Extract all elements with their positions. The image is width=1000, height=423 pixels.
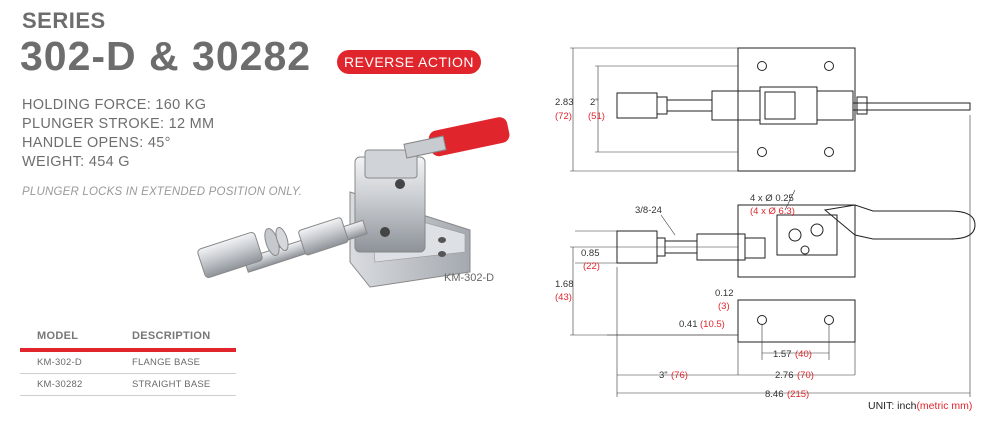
- model-title: 302-D & 30282: [20, 33, 312, 79]
- unit-label: UNIT: inch: [868, 400, 917, 412]
- unit-note: UNIT: inch(metric mm): [868, 400, 972, 412]
- dim-0-41: 0.41: [679, 319, 698, 330]
- dim-2-83: 2.83: [555, 97, 574, 108]
- dim-10-5: (10.5): [700, 319, 725, 330]
- table-row: KM-302-D FLANGE BASE: [20, 352, 236, 374]
- reverse-action-badge: REVERSE ACTION: [337, 50, 481, 74]
- dim-holes: 4 x Ø 0.25: [750, 193, 794, 204]
- dim-40: (40): [795, 349, 812, 360]
- spec-handle-opens: HANDLE OPENS: 45°: [22, 135, 171, 151]
- dim-76: (76): [671, 370, 688, 381]
- dim-70: (70): [797, 370, 814, 381]
- spec-weight: WEIGHT: 454 G: [22, 154, 130, 170]
- dim-8-46: 8.46: [765, 389, 784, 400]
- cell-description: FLANGE BASE: [132, 357, 201, 368]
- dim-1-57: 1.57: [773, 349, 792, 360]
- spec-holding-force: HOLDING FORCE: 160 KG: [22, 97, 207, 113]
- dim-holes-mm: (4 x Ø 6.3): [750, 206, 795, 217]
- photo-caption: KM-302-D: [444, 272, 495, 284]
- spec-list: HOLDING FORCE: 160 KG PLUNGER STROKE: 12…: [22, 96, 214, 172]
- cell-model: KM-302-D: [37, 357, 82, 368]
- dim-thread: 3/8-24: [635, 205, 662, 216]
- model-table: MODEL DESCRIPTION KM-302-D FLANGE BASE K…: [20, 322, 236, 396]
- dim-72: (72): [555, 111, 572, 122]
- spec-plunger-stroke: PLUNGER STROKE: 12 MM: [22, 116, 215, 132]
- lock-note: PLUNGER LOCKS IN EXTENDED POSITION ONLY.: [22, 186, 303, 198]
- dim-2-76: 2.76: [775, 370, 794, 381]
- dim-1-68: 1.68: [555, 279, 574, 290]
- header-description: DESCRIPTION: [132, 330, 211, 342]
- table-header: MODEL DESCRIPTION: [20, 322, 236, 352]
- header-model: MODEL: [37, 330, 79, 342]
- dim-3in: 3": [659, 370, 668, 381]
- table-row: KM-30282 STRAIGHT BASE: [20, 374, 236, 396]
- dim-3: (3): [718, 301, 730, 312]
- dim-0-12: 0.12: [715, 288, 734, 299]
- unit-metric: (metric mm): [916, 400, 973, 412]
- dim-2in: 2": [590, 97, 599, 108]
- dim-215: (215): [787, 389, 809, 400]
- dim-0-85: 0.85: [581, 248, 600, 259]
- cell-description: STRAIGHT BASE: [132, 379, 211, 390]
- dim-22: (22): [583, 261, 600, 272]
- technical-drawing: 2.83 (72) 2" (51) 4 x Ø 0.25 (4 x Ø 6.3)…: [555, 47, 976, 400]
- series-label: SERIES: [22, 8, 106, 33]
- product-photo: [197, 117, 510, 288]
- dim-51: (51): [588, 111, 605, 122]
- cell-model: KM-30282: [37, 379, 83, 390]
- dim-43: (43): [555, 292, 572, 303]
